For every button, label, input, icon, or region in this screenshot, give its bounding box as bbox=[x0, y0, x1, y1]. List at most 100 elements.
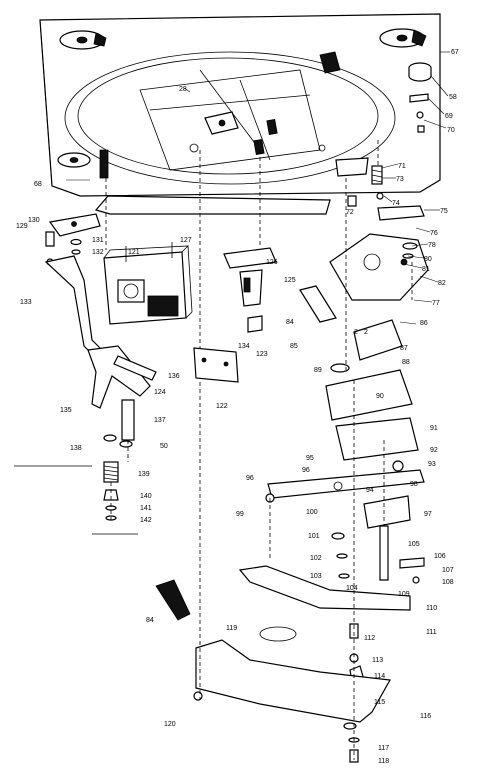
washer-50 bbox=[119, 440, 133, 448]
callout-101: 101 bbox=[308, 533, 320, 540]
callout-131: 131 bbox=[92, 237, 104, 244]
link-133 bbox=[44, 255, 101, 357]
callout-121: 121 bbox=[128, 249, 140, 256]
callout-90: 90 bbox=[376, 393, 384, 400]
washer-103 bbox=[338, 573, 350, 579]
callout-111: 111 bbox=[426, 629, 437, 636]
screw-118 bbox=[349, 749, 359, 763]
washer-107 bbox=[412, 576, 420, 584]
washer-132 bbox=[71, 249, 81, 255]
screw-129 bbox=[45, 231, 55, 247]
shaft-105 bbox=[379, 525, 389, 581]
callout-labels: 67 68 69 70 58 28 71 72 73 74 75 76 77 7… bbox=[16, 49, 459, 765]
arm-84 bbox=[299, 285, 337, 323]
callout-70: 70 bbox=[447, 127, 455, 134]
post-137 bbox=[121, 399, 135, 441]
callout-122: 122 bbox=[216, 403, 228, 410]
callout-126: 126 bbox=[266, 259, 278, 266]
callout-105: 105 bbox=[408, 541, 420, 548]
callout-129: 129 bbox=[16, 223, 28, 230]
callout-2a: 2 bbox=[354, 329, 358, 336]
callout-125: 125 bbox=[284, 277, 296, 284]
lever-91 bbox=[335, 417, 419, 461]
assembly-lines bbox=[105, 140, 413, 760]
washer-102 bbox=[336, 553, 348, 559]
bushing-58 bbox=[408, 62, 432, 82]
lever-135 bbox=[87, 345, 151, 409]
callout-67: 67 bbox=[451, 49, 459, 56]
callout-118: 118 bbox=[378, 758, 389, 765]
callout-102: 102 bbox=[310, 555, 322, 562]
callout-103: 103 bbox=[310, 573, 322, 580]
callout-50: 50 bbox=[160, 443, 168, 450]
callout-137: 137 bbox=[154, 417, 166, 424]
callout-86: 86 bbox=[420, 320, 428, 327]
callout-89: 89 bbox=[314, 367, 322, 374]
callout-130: 130 bbox=[28, 217, 40, 224]
callout-93: 93 bbox=[428, 461, 436, 468]
arm-111 bbox=[238, 565, 411, 611]
callout-138: 138 bbox=[70, 445, 82, 452]
callout-108: 108 bbox=[442, 579, 454, 586]
callout-74: 74 bbox=[392, 200, 400, 207]
callout-124: 124 bbox=[154, 389, 166, 396]
callout-136: 136 bbox=[168, 373, 180, 380]
callout-141: 141 bbox=[140, 505, 152, 512]
callout-75: 75 bbox=[440, 208, 448, 215]
callout-133: 133 bbox=[20, 299, 32, 306]
callout-99: 99 bbox=[236, 511, 244, 518]
plate-97 bbox=[363, 495, 411, 529]
pin-106 bbox=[399, 557, 425, 569]
callout-84b: 84 bbox=[146, 617, 154, 624]
bar-97 bbox=[267, 469, 425, 499]
callout-85: 85 bbox=[290, 343, 298, 350]
callout-91: 91 bbox=[430, 425, 438, 432]
plate-90 bbox=[325, 369, 413, 421]
bracket-115 bbox=[195, 639, 391, 723]
pin-72 bbox=[347, 195, 357, 207]
plate-126 bbox=[223, 247, 277, 269]
callout-96b: 96 bbox=[302, 467, 310, 474]
screw-74 bbox=[376, 192, 384, 200]
callout-88: 88 bbox=[402, 359, 410, 366]
callout-72: 72 bbox=[346, 209, 354, 216]
callout-114: 114 bbox=[374, 673, 385, 680]
callout-84: 84 bbox=[286, 319, 294, 326]
callout-73: 73 bbox=[396, 176, 404, 183]
plate-77 bbox=[329, 233, 429, 301]
washer-131 bbox=[70, 238, 82, 246]
callout-123: 123 bbox=[256, 351, 268, 358]
callout-104: 104 bbox=[346, 585, 358, 592]
callout-112: 112 bbox=[364, 635, 375, 642]
callout-107: 107 bbox=[442, 567, 454, 574]
callout-120: 120 bbox=[164, 721, 176, 728]
callout-116: 116 bbox=[420, 713, 431, 720]
callout-106: 106 bbox=[434, 553, 446, 560]
callout-110: 110 bbox=[426, 605, 437, 612]
callout-94: 94 bbox=[366, 487, 374, 494]
spring-123 bbox=[247, 315, 263, 333]
callout-100: 100 bbox=[306, 509, 318, 516]
callout-134: 134 bbox=[238, 343, 250, 350]
callout-92: 92 bbox=[430, 447, 438, 454]
callout-71: 71 bbox=[398, 163, 406, 170]
callout-97: 97 bbox=[424, 511, 432, 518]
motor-assembly bbox=[103, 242, 193, 325]
bracket-75 bbox=[377, 205, 425, 221]
callout-117: 117 bbox=[378, 745, 389, 752]
callout-80: 80 bbox=[424, 256, 432, 263]
pin-112 bbox=[349, 623, 359, 639]
callout-142: 142 bbox=[140, 517, 152, 524]
washer-116 bbox=[343, 722, 357, 730]
bracket-125 bbox=[239, 269, 263, 307]
callout-119: 119 bbox=[226, 625, 237, 632]
callout-115: 115 bbox=[374, 699, 385, 706]
link-136 bbox=[113, 355, 157, 381]
callout-96: 96 bbox=[246, 475, 254, 482]
callout-87: 87 bbox=[400, 345, 408, 352]
callout-78: 78 bbox=[428, 242, 436, 249]
crossbar-127 bbox=[94, 195, 331, 215]
pin-69 bbox=[409, 93, 429, 103]
